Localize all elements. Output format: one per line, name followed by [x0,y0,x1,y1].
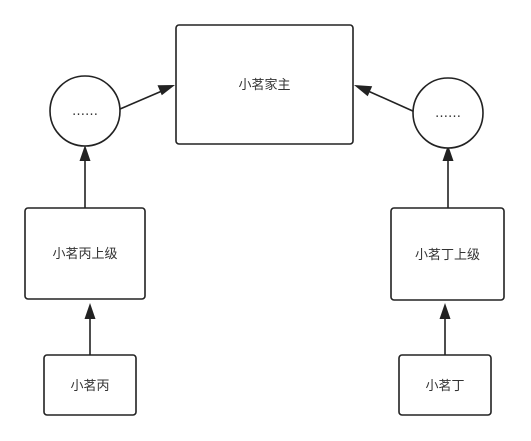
edge-bing-superior-to-left-circle [79,145,91,208]
node-ding-superior: 小茗丁上级 [390,207,505,301]
node-left-circle: …… [49,75,121,147]
node-root: 小茗家主 [175,24,354,145]
node-ding: 小茗丁 [398,354,492,416]
edge-bing-to-bing-superior [84,303,96,355]
node-bing-superior-label: 小茗丙上级 [52,247,117,262]
edge-ding-to-ding-superior [439,303,451,355]
node-bing: 小茗丙 [43,354,137,416]
node-right-circle: …… [412,77,484,149]
edge-left-circle-to-root [119,85,175,110]
node-ding-label: 小茗丁 [425,379,464,394]
nodes: 小茗家主 …… …… 小茗丙上级 小茗丁上级 [24,24,505,416]
node-root-label: 小茗家主 [238,77,290,93]
node-left-circle-label: …… [72,104,98,119]
node-bing-superior: 小茗丙上级 [24,207,146,300]
edge-ding-superior-to-right-circle [442,145,454,208]
edges [79,85,454,355]
edge-right-circle-to-root [354,85,416,113]
node-ding-superior-label: 小茗丁上级 [415,248,480,263]
node-bing-label: 小茗丙 [70,379,109,394]
node-right-circle-label: …… [435,106,461,121]
